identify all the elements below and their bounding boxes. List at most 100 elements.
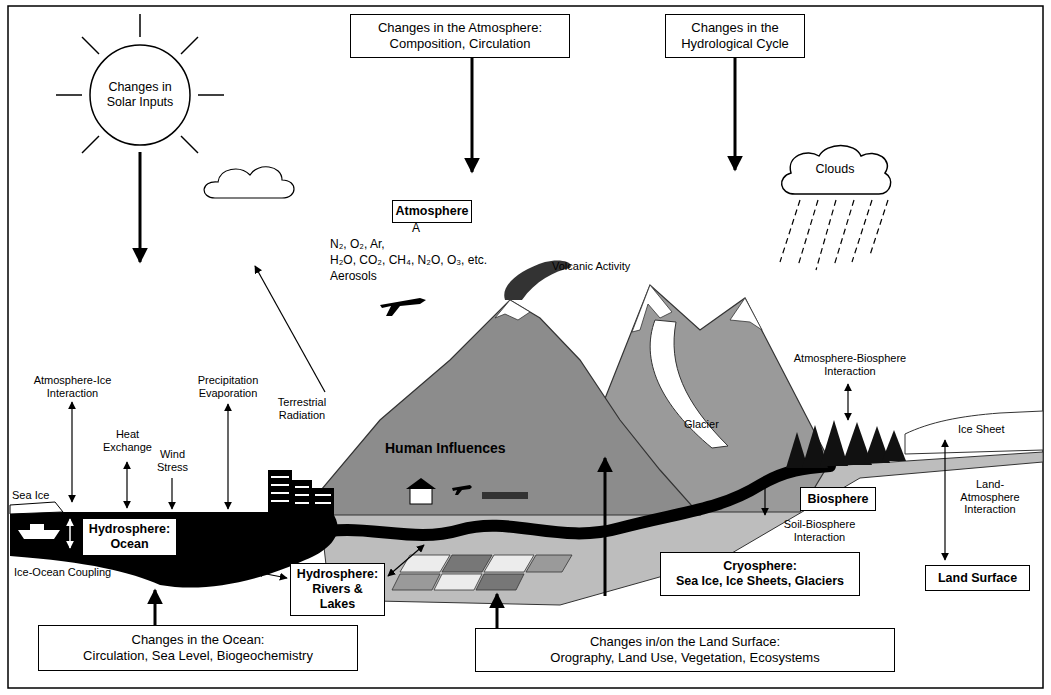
box-title: Changes in the Atmosphere: [378, 20, 542, 36]
text-label: Glacier [684, 418, 719, 431]
tree [820, 420, 848, 466]
window-row [271, 492, 289, 494]
box-body: Circulation, Sea Level, Biogeochemistry [83, 648, 313, 664]
window-row [271, 500, 289, 502]
river [310, 466, 830, 535]
rain-line [798, 200, 818, 266]
rain-line [870, 200, 888, 255]
coupling-arrow [69, 519, 71, 548]
component-box: Land Surface [925, 565, 1030, 591]
tree [882, 430, 906, 461]
text-label: A [412, 222, 420, 236]
cloud-path [782, 146, 891, 195]
forcing-box: Changes in/on the Land Surface:Orography… [475, 628, 895, 672]
box-body: Rivers & Lakes [297, 582, 378, 612]
sun-ray [181, 136, 198, 153]
snow-cap [730, 298, 762, 330]
rain-line [816, 200, 836, 270]
text-label: H₂O, CO₂, CH₄, N₂O, O₃, etc. [330, 254, 487, 268]
forcing-box: Changes in the Hydrological Cycle [665, 14, 805, 58]
component-box: Biosphere [800, 487, 876, 511]
airplane [452, 485, 472, 495]
forcing-arrow [734, 58, 737, 170]
building [268, 470, 292, 515]
field [526, 555, 572, 572]
ship [18, 524, 60, 539]
box-title: Changes in the Hydrological Cycle [672, 20, 798, 51]
fields [392, 555, 572, 590]
text-label: Wind Stress [150, 448, 195, 473]
interaction-arrows [72, 266, 945, 578]
field [400, 555, 450, 572]
box-title: Changes in the Ocean: [132, 632, 265, 648]
sun-rays [56, 14, 224, 153]
sun-ray [198, 94, 224, 96]
window-row [315, 502, 331, 504]
window-row [295, 494, 309, 496]
interaction-arrow [126, 462, 127, 508]
forcing-arrow [139, 152, 142, 262]
house-roof [406, 478, 436, 489]
sun-ray [181, 37, 198, 54]
sun-ray [82, 136, 99, 153]
sun-ray [56, 94, 82, 96]
box-title: Atmosphere [396, 204, 469, 219]
sea-ice [10, 502, 63, 514]
forcing-box: Changes in the Ocean:Circulation, Sea Le… [38, 625, 358, 671]
box-body: Ocean [110, 537, 148, 552]
sun-circle: Changes in Solar Inputs [88, 43, 192, 147]
box-body: Orography, Land Use, Vegetation, Ecosyst… [550, 650, 819, 666]
text-label: Atmosphere-Biosphere Interaction [785, 352, 915, 377]
forcing-box: Changes in the Atmosphere:Composition, C… [350, 14, 570, 58]
window-row [271, 476, 289, 478]
rain [780, 200, 888, 270]
component-box: Atmosphere [392, 200, 472, 223]
box-body: Composition, Circulation [390, 36, 531, 52]
leader-arrow [256, 572, 287, 578]
box-title: Changes in Solar Inputs [102, 80, 178, 110]
interaction-arrow [944, 440, 945, 560]
field [442, 555, 492, 572]
text-label: Precipitation Evaporation [183, 374, 273, 399]
forcing-arrow [471, 58, 474, 172]
component-box: Hydrosphere:Ocean [82, 518, 177, 556]
forcing-arrow [154, 590, 157, 625]
box-body: Sea Ice, Ice Sheets, Glaciers [676, 574, 844, 589]
box-title: Clouds [816, 162, 855, 177]
ocean [10, 512, 338, 588]
text-label: Land-Atmosphere Interaction [955, 478, 1025, 516]
field [484, 555, 534, 572]
cloud [204, 167, 294, 198]
rain-line [780, 200, 800, 262]
interaction-arrow [847, 384, 848, 420]
box-title: Cryosphere: [723, 559, 797, 574]
interaction-arrow [227, 404, 228, 509]
glacier [650, 320, 728, 448]
radiation-arrow [255, 266, 325, 392]
box-title: Biosphere [807, 492, 868, 507]
field [392, 574, 440, 590]
building [312, 488, 334, 515]
sun-ray [139, 14, 141, 37]
window-row [295, 486, 309, 488]
forcing-arrows [140, 58, 735, 628]
building [292, 480, 312, 515]
airplane [380, 298, 426, 316]
circle-path [90, 45, 190, 145]
window-row [271, 484, 289, 486]
text-label: Aerosols [330, 270, 377, 284]
text-label: Human Influences [385, 440, 506, 456]
text-label: Atmosphere-Ice Interaction [25, 374, 120, 399]
window-row [295, 502, 309, 504]
component-box: Hydrosphere:Rivers & Lakes [290, 563, 385, 616]
box-title: Hydrosphere: [89, 522, 170, 537]
rain-line [852, 200, 872, 262]
forcing-arrow [496, 594, 499, 628]
sun-ray [82, 37, 99, 54]
forest [786, 420, 906, 468]
interaction-arrow [71, 402, 72, 502]
rain-line [834, 200, 854, 266]
box-title: Changes in/on the Land Surface: [590, 634, 780, 650]
forcing-arrow [604, 458, 607, 596]
leader-arrow [388, 545, 424, 576]
